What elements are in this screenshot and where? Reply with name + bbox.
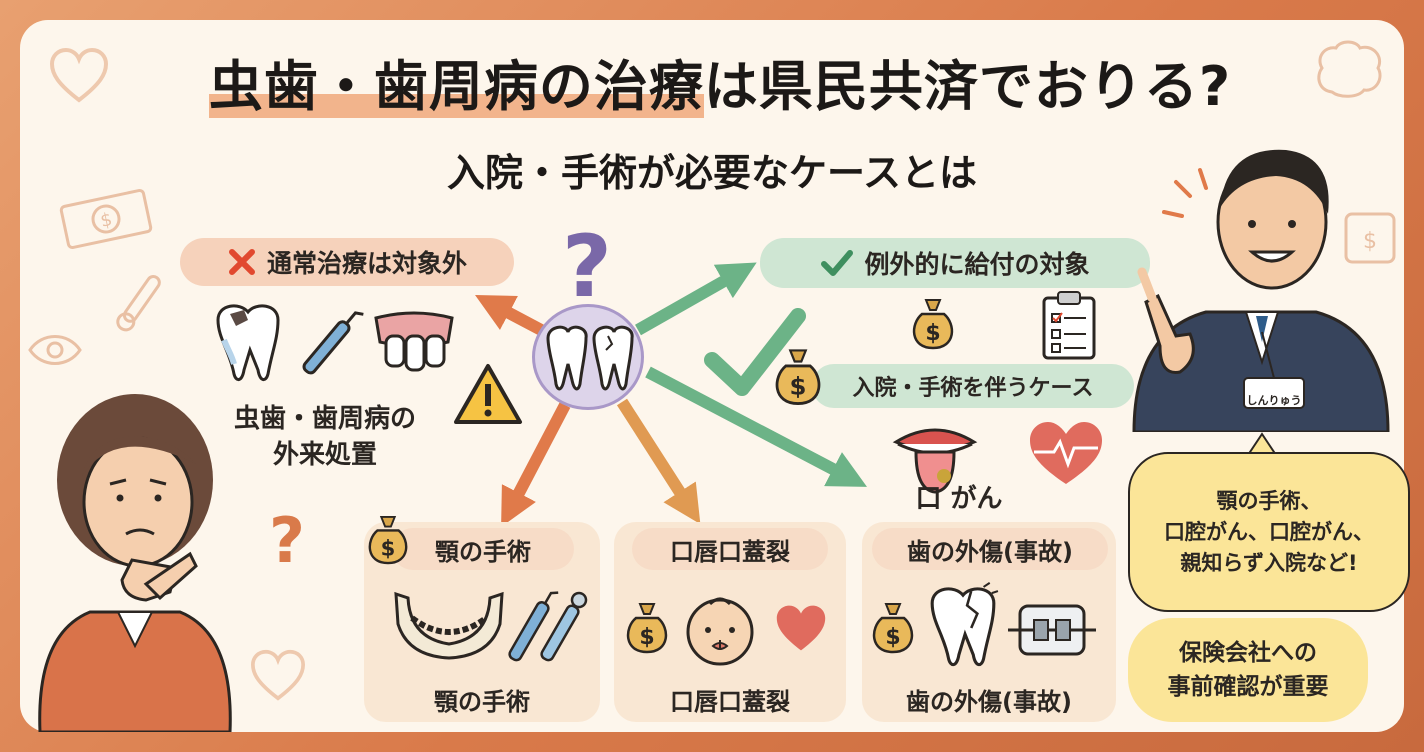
svg-text:$: $ xyxy=(1363,229,1377,254)
confirmation-note: 保険会社への 事前確認が重要 xyxy=(1128,618,1368,722)
decayed-tooth-icon xyxy=(216,304,280,381)
card-trauma-title-pill: 歯の外傷(事故) xyxy=(872,528,1108,570)
page-subtitle: 入院・手術が必要なケースとは xyxy=(446,151,978,195)
gum-teeth-icon xyxy=(374,311,454,372)
thermometer-icon xyxy=(116,275,161,332)
question-mark-icon: ? xyxy=(269,506,305,570)
clipboard-icon xyxy=(1042,291,1096,360)
svg-text:?: ? xyxy=(269,506,305,570)
money-bag-icon: $ xyxy=(775,349,821,405)
card-cleft-caption: 口唇口蓋裂 xyxy=(670,688,790,716)
covered-sub-label: 入院・手術を伴うケース xyxy=(852,376,1094,401)
card-jaw-title: 顎の手術 xyxy=(435,537,531,566)
man-advisor-illustration xyxy=(1132,149,1390,432)
money-bill-icon: $ xyxy=(59,188,153,250)
title-rest: は県民共済でおりる? xyxy=(703,55,1232,118)
svg-text:$: $ xyxy=(381,535,396,560)
card-jaw-caption: 顎の手術 xyxy=(434,688,530,716)
money-bag-icon: $ xyxy=(872,603,914,654)
svg-text:$: $ xyxy=(790,372,807,401)
arrow-to-not-covered xyxy=(475,295,548,338)
arrow-to-cleft-card xyxy=(616,398,701,525)
covered-label: 例外的に給付の対象 xyxy=(864,250,1090,279)
svg-text:$: $ xyxy=(639,625,654,650)
heartbeat-icon xyxy=(1030,422,1102,484)
heart-icon xyxy=(776,605,826,651)
oral-cancer-label: 口 がん xyxy=(915,484,1003,514)
card-jaw-title-pill: 顎の手術 xyxy=(392,528,574,570)
card-cleft-title-pill: 口唇口蓋裂 xyxy=(632,528,828,570)
not-covered-label: 通常治療は対象外 xyxy=(266,249,467,278)
money-bag-icon: $ xyxy=(912,299,954,350)
arrow-to-covered xyxy=(635,262,757,336)
money-bag-icon: $ xyxy=(368,516,408,565)
name-badge: しんりゅう xyxy=(1246,394,1302,407)
title-highlight: 虫歯・歯周病の治療 xyxy=(208,55,704,118)
card-trauma-caption: 歯の外傷(事故) xyxy=(906,688,1072,716)
wallet-icon: $ xyxy=(1344,212,1396,264)
cross-icon xyxy=(228,249,255,275)
check-icon xyxy=(821,250,854,276)
svg-text:$: $ xyxy=(925,321,940,346)
svg-text:$: $ xyxy=(99,209,115,232)
not-covered-caption-line1: 虫歯・歯周病の xyxy=(233,404,416,434)
dental-tools-icon xyxy=(508,591,588,662)
brain-icon xyxy=(1317,40,1382,98)
heart-outline-icon xyxy=(250,649,306,701)
braces-icon xyxy=(1008,604,1096,656)
baby-face-icon xyxy=(686,597,754,666)
card-trauma-title: 歯の外傷(事故) xyxy=(907,537,1073,566)
money-bag-icon: $ xyxy=(626,603,668,654)
mouth-tongue-icon xyxy=(892,428,978,494)
eye-icon xyxy=(28,335,82,365)
arrow-to-jaw-card xyxy=(501,402,571,528)
question-mark-icon: ? xyxy=(562,222,612,308)
worried-woman-illustration xyxy=(38,394,232,732)
dental-tool-icon xyxy=(302,311,364,375)
svg-text:$: $ xyxy=(885,625,900,650)
covered-pill: 例外的に給付の対象 xyxy=(760,238,1150,288)
broken-tooth-icon xyxy=(930,582,999,667)
card-cleft-title: 口唇口蓋裂 xyxy=(670,537,790,566)
not-covered-pill: 通常治療は対象外 xyxy=(180,238,514,286)
covered-sub-pill: 入院・手術を伴うケース xyxy=(812,364,1134,408)
warning-icon xyxy=(454,364,522,424)
speech-bubble: 顎の手術、 口腔がん、口腔がん、 親知らず入院など! xyxy=(1128,452,1410,612)
heart-outline-icon xyxy=(49,47,109,103)
jaw-bone-icon xyxy=(394,591,504,660)
not-covered-caption-line2: 外来処置 xyxy=(272,440,377,470)
arrow-to-oral-cancer xyxy=(645,366,868,487)
svg-text:?: ? xyxy=(562,222,612,308)
tooth-icon xyxy=(546,325,634,391)
big-check-icon xyxy=(704,308,806,396)
page-title: 虫歯・歯周病の治療は県民共済でおりる? xyxy=(90,42,1350,121)
